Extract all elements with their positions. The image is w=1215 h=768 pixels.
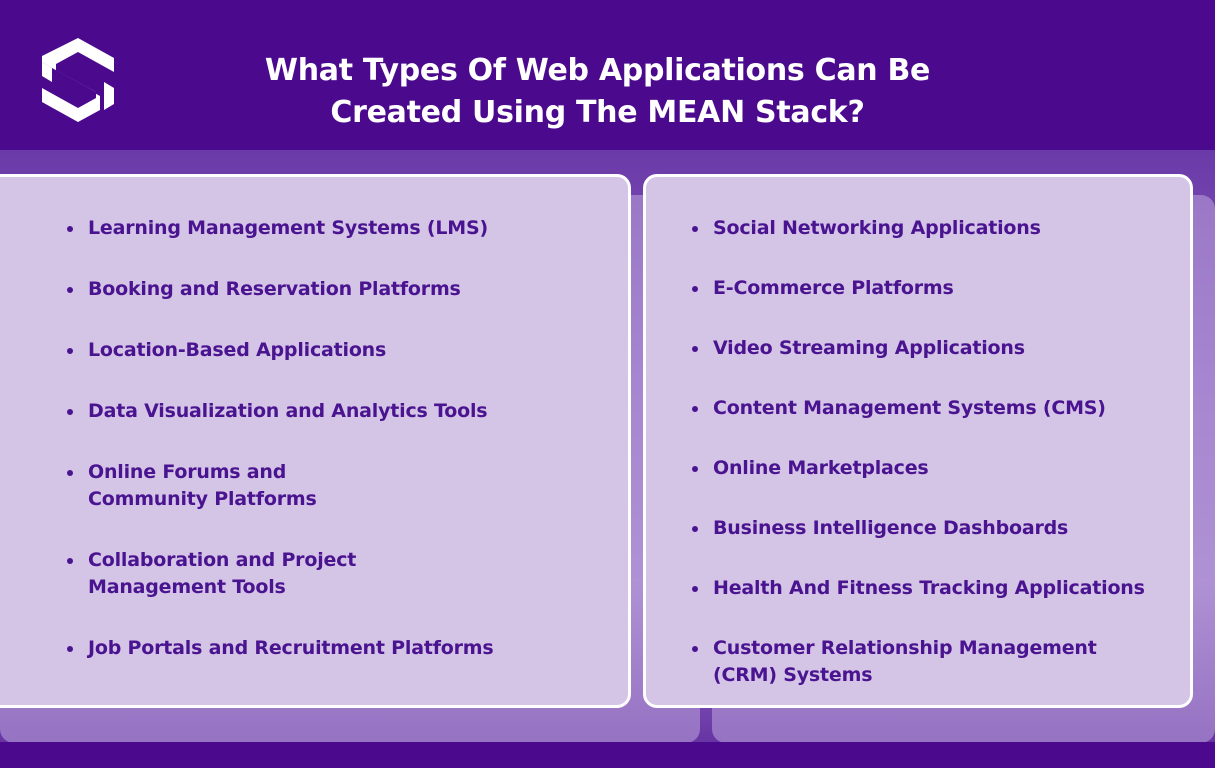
left-bullet-list: Learning Management Systems (LMS) Bookin… xyxy=(67,215,618,696)
page-title: What Types Of Web Applications Can Be Cr… xyxy=(180,50,1015,134)
bottom-band xyxy=(0,742,1215,768)
list-item: Health And Fitness Tracking Applications xyxy=(692,575,1193,602)
list-item: Customer Relationship Management(CRM) Sy… xyxy=(692,635,1193,689)
list-item: Job Portals and Recruitment Platforms xyxy=(67,635,618,662)
list-item: Online Marketplaces xyxy=(692,455,1193,482)
list-item: Location-Based Applications xyxy=(67,337,618,364)
right-list-panel: Social Networking Applications E-Commerc… xyxy=(643,174,1193,708)
right-bullet-list: Social Networking Applications E-Commerc… xyxy=(692,215,1193,722)
list-item: E-Commerce Platforms xyxy=(692,275,1193,302)
list-item: Video Streaming Applications xyxy=(692,335,1193,362)
brand-s-logo-icon xyxy=(42,38,114,122)
list-item: Content Management Systems (CMS) xyxy=(692,395,1193,422)
title-line-2: Created Using The MEAN Stack? xyxy=(330,95,865,130)
list-item: Business Intelligence Dashboards xyxy=(692,515,1193,542)
list-item: Data Visualization and Analytics Tools xyxy=(67,398,618,425)
title-line-1: What Types Of Web Applications Can Be xyxy=(264,53,931,88)
list-item: Learning Management Systems (LMS) xyxy=(67,215,618,242)
left-list-panel: Learning Management Systems (LMS) Bookin… xyxy=(0,174,631,708)
list-item: Booking and Reservation Platforms xyxy=(67,276,618,303)
list-item: Social Networking Applications xyxy=(692,215,1193,242)
